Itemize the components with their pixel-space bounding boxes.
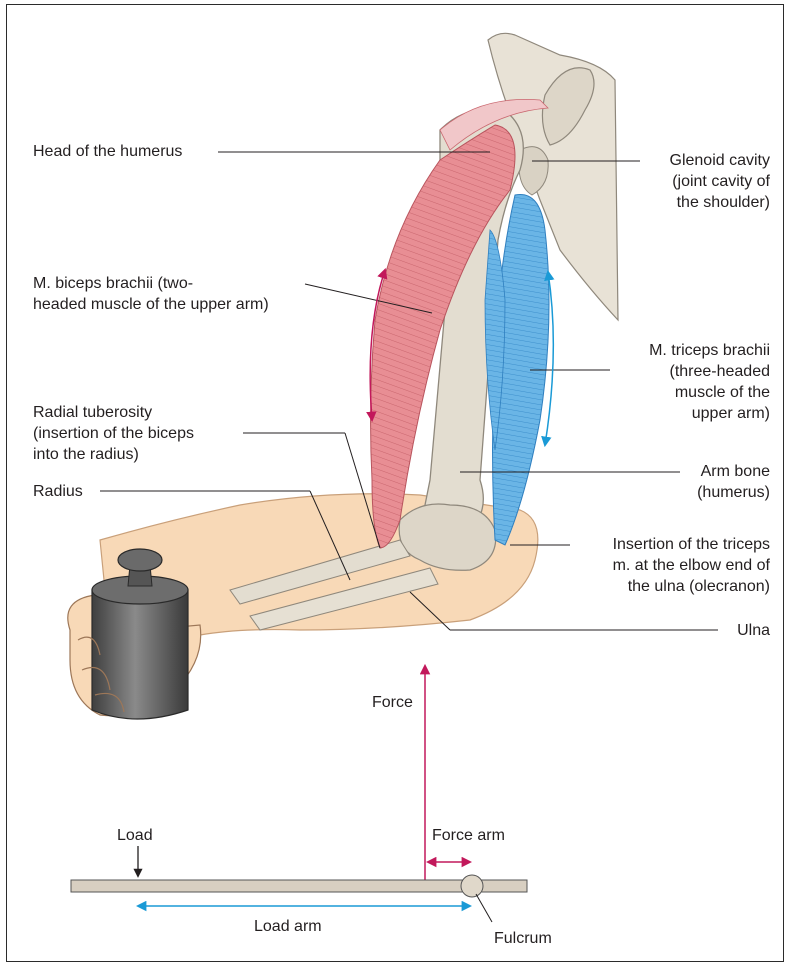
label-line: Radius	[33, 481, 83, 502]
label-line: muscle of the	[649, 382, 770, 403]
label-line: Arm bone	[697, 461, 770, 482]
lever-bar	[71, 880, 527, 892]
label-line: Glenoid cavity	[670, 150, 771, 171]
label-line: Fulcrum	[494, 928, 552, 949]
label-line: the ulna (olecranon)	[613, 576, 770, 597]
label-triceps: M. triceps brachii (three-headed muscle …	[649, 340, 770, 424]
label-line: M. biceps brachii (two-	[33, 273, 269, 294]
label-line: Force arm	[432, 825, 505, 846]
label-line: upper arm)	[649, 403, 770, 424]
fulcrum-icon	[461, 875, 483, 897]
label-biceps: M. biceps brachii (two- headed muscle of…	[33, 273, 269, 315]
label-line: the shoulder)	[670, 192, 771, 213]
label-load-arm: Load arm	[254, 916, 322, 937]
label-line: into the radius)	[33, 444, 194, 465]
label-line: Force	[372, 692, 413, 713]
label-head-of-humerus: Head of the humerus	[33, 141, 182, 162]
label-line: M. triceps brachii	[649, 340, 770, 361]
label-triceps-insertion: Insertion of the triceps m. at the elbow…	[613, 534, 770, 597]
label-arm-bone: Arm bone (humerus)	[697, 461, 770, 503]
label-line: Radial tuberosity	[33, 402, 194, 423]
label-line: Insertion of the triceps	[613, 534, 770, 555]
label-line: (humerus)	[697, 482, 770, 503]
label-line: Ulna	[737, 620, 770, 641]
fulcrum-leader	[476, 894, 492, 922]
label-line: (insertion of the biceps	[33, 423, 194, 444]
label-glenoid-cavity: Glenoid cavity (joint cavity of the shou…	[670, 150, 771, 213]
label-radius: Radius	[33, 481, 83, 502]
label-line: (three-headed	[649, 361, 770, 382]
label-line: Load arm	[254, 916, 322, 937]
label-line: Load	[117, 825, 153, 846]
label-line: Head of the humerus	[33, 141, 182, 162]
label-line: m. at the elbow end of	[613, 555, 770, 576]
label-line: (joint cavity of	[670, 171, 771, 192]
label-load: Load	[117, 825, 153, 846]
label-fulcrum: Fulcrum	[494, 928, 552, 949]
label-force-arm: Force arm	[432, 825, 505, 846]
label-force: Force	[372, 692, 413, 713]
label-ulna: Ulna	[737, 620, 770, 641]
label-line: headed muscle of the upper arm)	[33, 294, 269, 315]
label-radial-tuberosity: Radial tuberosity (insertion of the bice…	[33, 402, 194, 465]
